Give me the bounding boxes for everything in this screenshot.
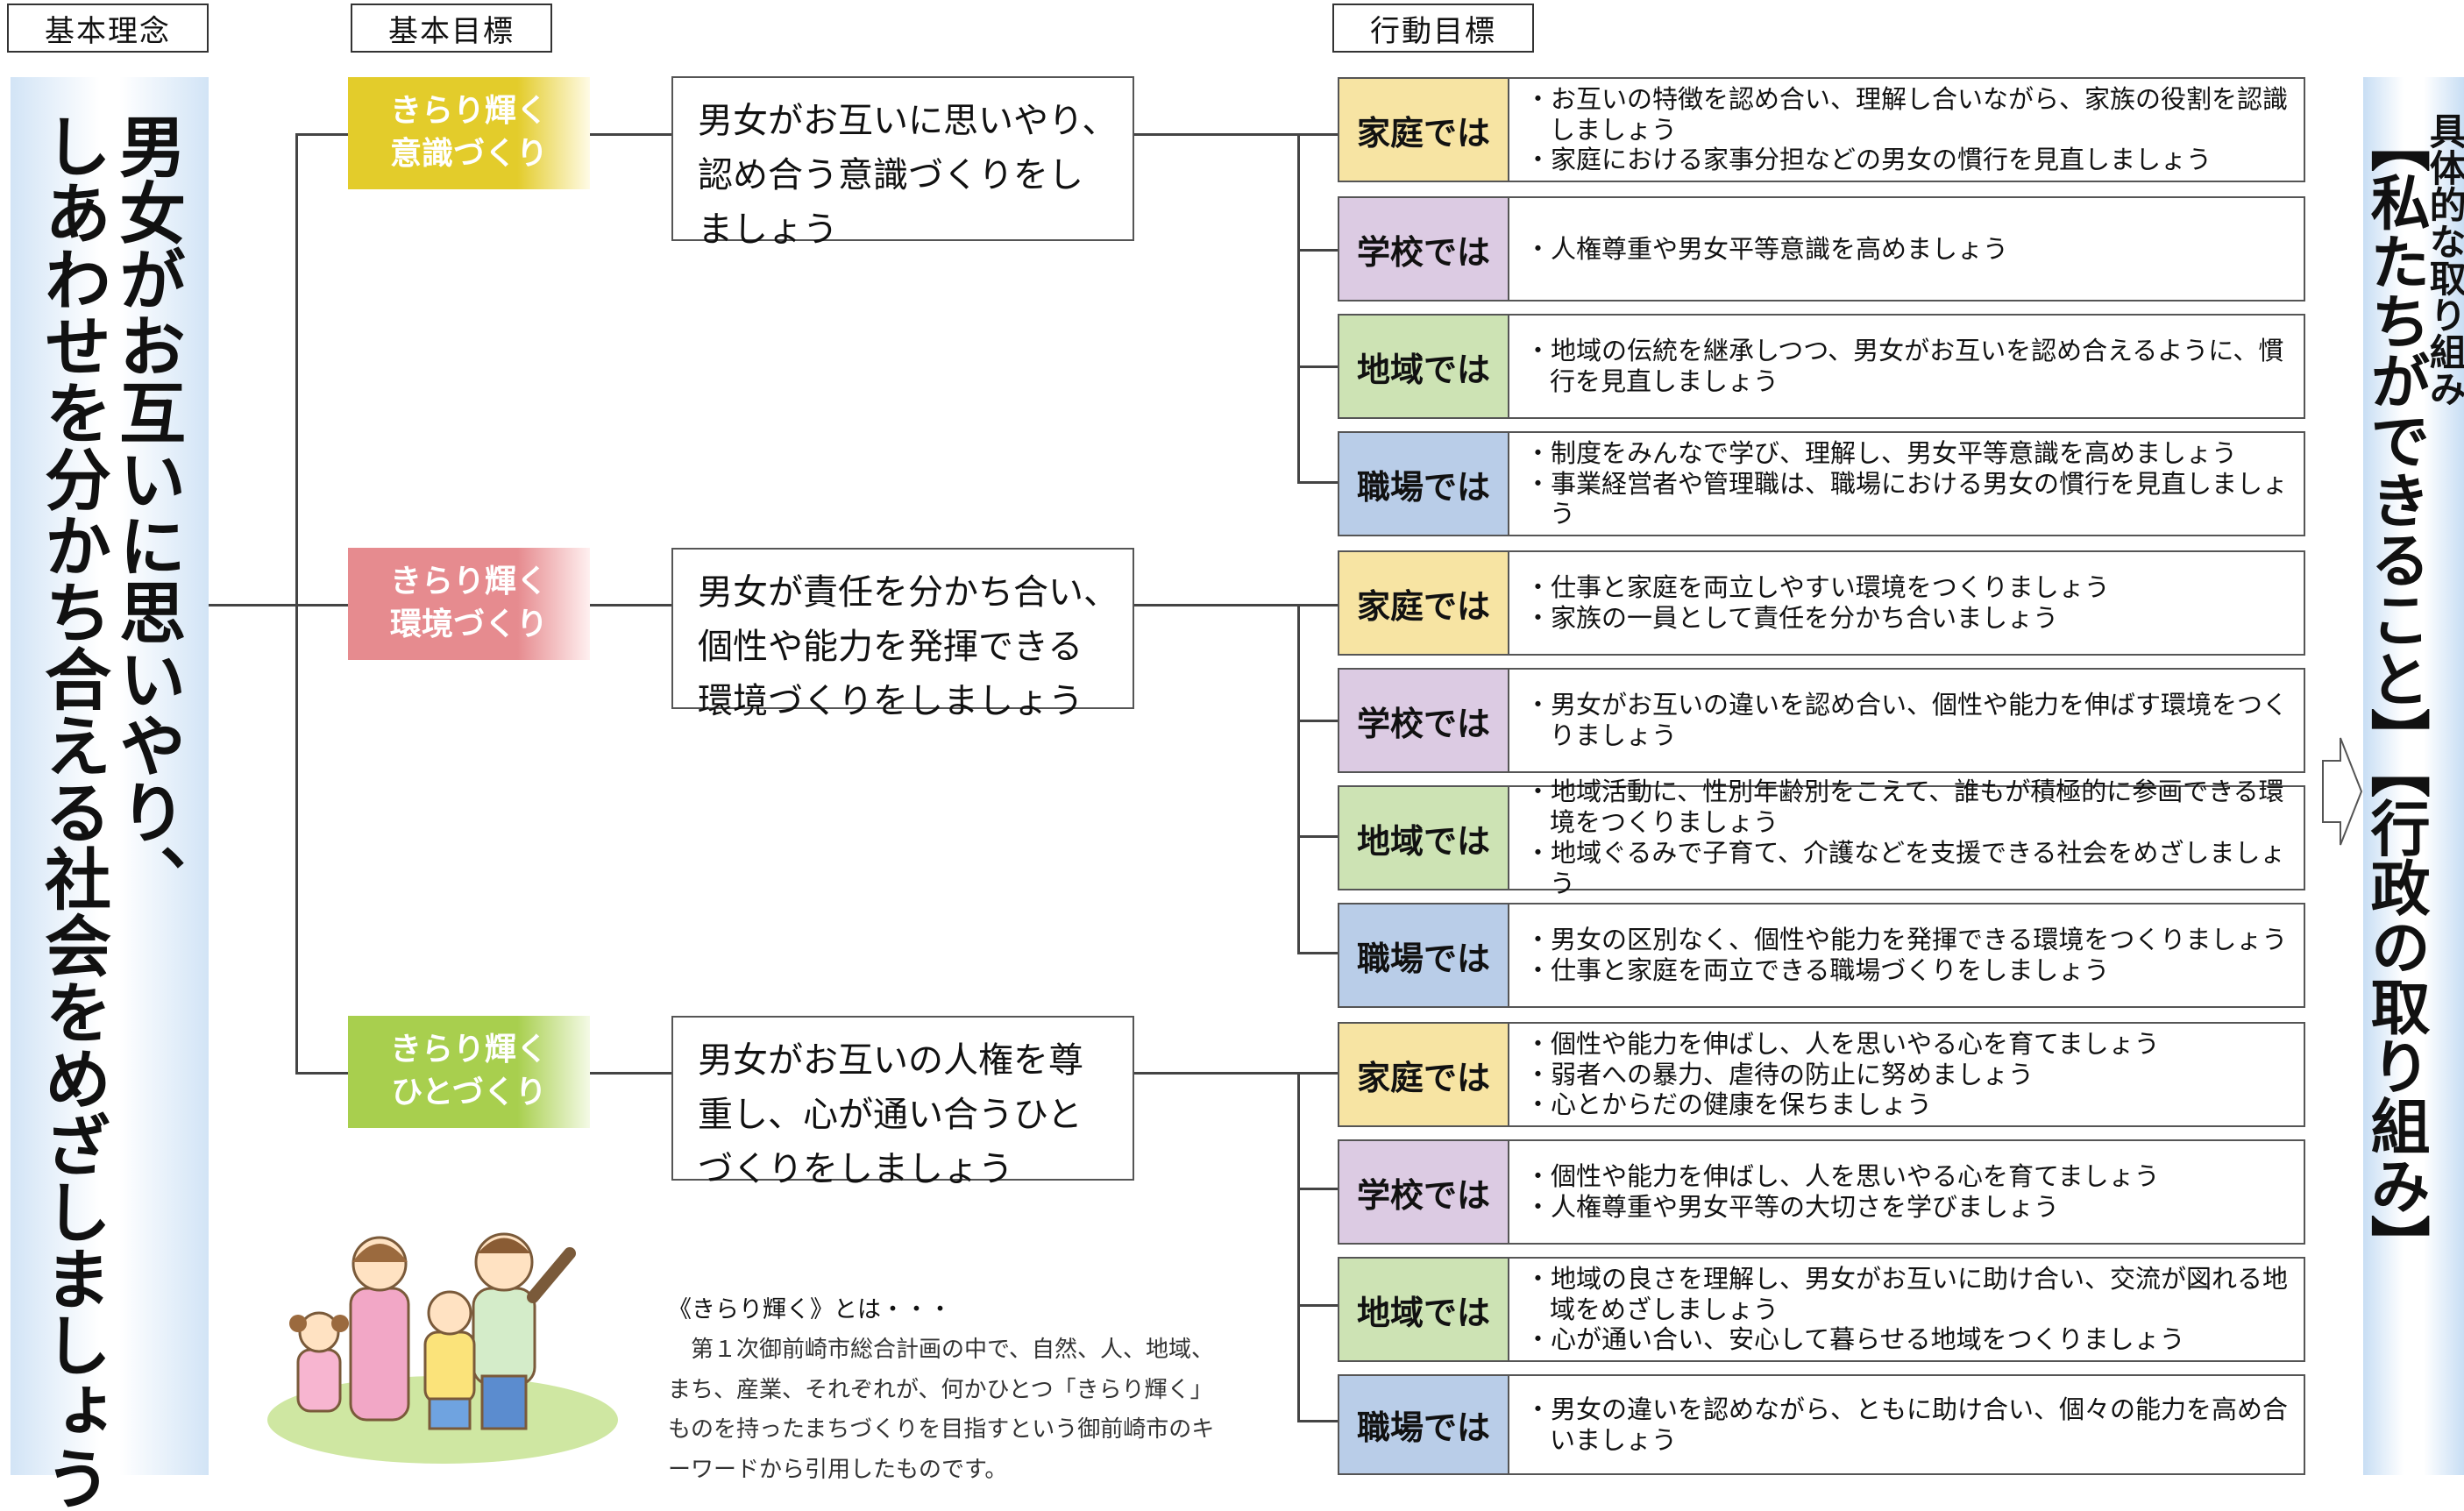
action-label: 職場では (1339, 1376, 1509, 1473)
goal-text: 男女が責任を分かち合い、 個性や能力を発揮できる 環境づくりをしましょう (671, 548, 1134, 721)
right-arrow-icon (2322, 737, 2363, 846)
action-label: 学校では (1339, 198, 1509, 300)
action-item: 男女の違いを認めながら、ともに助け合い、個々の能力を高め合いましょう (1525, 1394, 2291, 1456)
connector-line (1297, 604, 1338, 607)
action-row: 家庭では 仕事と家庭を両立しやすい環境をつくりましょう 家族の一員として責任を分… (1338, 550, 2305, 656)
goal-badge: きらり輝く ひとづくり (348, 1016, 590, 1128)
connector-line (590, 133, 671, 136)
goal-text: 男女がお互いに思いやり、 認め合う意識づくりをし ましょう (671, 76, 1134, 250)
connector-line (1297, 133, 1300, 481)
action-row: 学校では 人権尊重や男女平等意識を高めましょう (1338, 196, 2305, 301)
action-label: 地域では (1339, 787, 1509, 889)
action-row: 職場では 制度をみんなで学び、理解し、男女平等意識を高めましょう 事業経営者や管… (1338, 431, 2305, 536)
action-item: 人権尊重や男女平等意識を高めましょう (1525, 234, 2291, 265)
action-item: 仕事と家庭を両立できる職場づくりをしましょう (1525, 955, 2291, 986)
action-label: 職場では (1339, 904, 1509, 1006)
action-item: 個性や能力を伸ばし、人を思いやる心を育てましょう (1525, 1161, 2291, 1192)
action-label: 地域では (1339, 1259, 1509, 1360)
connector-line (1297, 720, 1338, 722)
connector-line (295, 604, 348, 607)
action-item: 家庭における家事分担などの男女の慣行を見直しましょう (1525, 145, 2291, 175)
connector-line (209, 604, 296, 607)
concrete-actions-panel: 具体的な取り組み 【私たちができること】【行政の取り組み】 (2360, 77, 2464, 1475)
connector-line (1297, 604, 1300, 952)
connector-line (1297, 133, 1338, 136)
action-item: 地域の良さを理解し、男女がお互いに助け合い、交流が図れる地域をめざしましょう (1525, 1264, 2291, 1325)
action-item: 仕事と家庭を両立しやすい環境をつくりましょう (1525, 572, 2291, 603)
action-item: 家族の一員として責任を分かち合いましょう (1525, 603, 2291, 634)
concrete-actions-label: 具体的な取り組み (2424, 112, 2464, 407)
connector-line (1297, 249, 1338, 252)
family-illustration (267, 1232, 618, 1464)
action-row: 地域では 地域の良さを理解し、男女がお互いに助け合い、交流が図れる地域をめざしま… (1338, 1257, 2305, 1362)
action-row: 学校では 男女がお互いの違いを認め合い、個性や能力を伸ばす環境をつくりましょう (1338, 668, 2305, 773)
action-label: 家庭では (1339, 552, 1509, 654)
concrete-actions-title: 【私たちができること】【行政の取り組み】 (2360, 112, 2430, 1274)
action-item: 個性や能力を伸ばし、人を思いやる心を育てましょう (1525, 1029, 2291, 1060)
kirari-note-title: 《きらり輝く》とは・・・ (668, 1296, 952, 1323)
connector-line (1297, 1072, 1338, 1075)
action-label: 地域では (1339, 316, 1509, 417)
connector-line (1297, 835, 1338, 838)
connector-line (1134, 133, 1297, 136)
goal-text: 男女がお互いの人権を尊 重し、心が通い合うひと づくりをしましょう (671, 1016, 1134, 1189)
action-row: 地域では 地域活動に、性別年齢別をこえて、誰もが積極的に参画できる環境をつくりま… (1338, 777, 2305, 898)
action-item: お互いの特徴を認め合い、理解し合いながら、家族の役割を認識しましょう (1525, 84, 2291, 145)
action-item: 人権尊重や男女平等の大切さを学びましょう (1525, 1192, 2291, 1223)
action-row: 家庭では 個性や能力を伸ばし、人を思いやる心を育てましょう 弱者への暴力、虐待の… (1338, 1022, 2305, 1127)
philosophy-text: 男女がお互いに思いやり、 しあわせを分かち合える社会をめざしましょう (33, 112, 187, 1511)
action-item: 心が通い合い、安心して暮らせる地域をつくりましょう (1525, 1324, 2291, 1355)
action-item: 地域活動に、性別年齢別をこえて、誰もが積極的に参画できる環境をつくりましょう (1525, 777, 2291, 838)
connector-line (1134, 1072, 1297, 1075)
action-label: 学校では (1339, 670, 1509, 771)
connector-line (1134, 604, 1297, 607)
connector-line (1297, 1304, 1338, 1307)
action-item: 弱者への暴力、虐待の防止に努めましょう (1525, 1060, 2291, 1090)
connector-line (590, 1072, 671, 1075)
connector-line (295, 133, 298, 1074)
connector-line (1297, 1072, 1300, 1420)
connector-line (1297, 1188, 1338, 1190)
header-action-goals: 行動目標 (1332, 4, 1534, 53)
action-item: 男女の区別なく、個性や能力を発揮できる環境をつくりましょう (1525, 925, 2291, 955)
action-label: 家庭では (1339, 1024, 1509, 1125)
action-label: 職場では (1339, 433, 1509, 535)
action-item: 男女がお互いの違いを認め合い、個性や能力を伸ばす環境をつくりましょう (1525, 690, 2291, 751)
connector-line (1297, 365, 1338, 368)
header-philosophy: 基本理念 (7, 4, 209, 53)
action-label: 学校では (1339, 1141, 1509, 1243)
goal-badge: きらり輝く 意識づくり (348, 77, 590, 189)
header-basic-goals: 基本目標 (351, 4, 552, 53)
action-row: 家庭では お互いの特徴を認め合い、理解し合いながら、家族の役割を認識しましょう … (1338, 77, 2305, 182)
connector-line (1297, 1420, 1338, 1422)
connector-line (1297, 952, 1338, 954)
action-item: 地域ぐるみで子育て、介護などを支援できる社会をめざしましょう (1525, 838, 2291, 899)
connector-line (590, 604, 671, 607)
goal-badge: きらり輝く 環境づくり (348, 548, 590, 660)
connector-line (1297, 481, 1338, 484)
action-item: 制度をみんなで学び、理解し、男女平等意識を高めましょう (1525, 438, 2291, 469)
action-row: 職場では 男女の区別なく、個性や能力を発揮できる環境をつくりましょう 仕事と家庭… (1338, 903, 2305, 1008)
action-item: 地域の伝統を継承しつつ、男女がお互いを認め合えるように、慣行を見直しましょう (1525, 336, 2291, 397)
action-item: 心とからだの健康を保ちましょう (1525, 1089, 2291, 1120)
action-label: 家庭では (1339, 79, 1509, 181)
action-row: 学校では 個性や能力を伸ばし、人を思いやる心を育てましょう 人権尊重や男女平等の… (1338, 1139, 2305, 1245)
kirari-note-body: 第１次御前崎市総合計画の中で、自然、人、地域、まち、産業、それぞれが、何かひとつ… (668, 1337, 1215, 1483)
action-row: 職場では 男女の違いを認めながら、ともに助け合い、個々の能力を高め合いましょう (1338, 1374, 2305, 1475)
philosophy-panel: 男女がお互いに思いやり、 しあわせを分かち合える社会をめざしましょう (11, 77, 209, 1511)
action-row: 地域では 地域の伝統を継承しつつ、男女がお互いを認め合えるように、慣行を見直しま… (1338, 314, 2305, 419)
connector-line (295, 133, 348, 136)
action-item: 事業経営者や管理職は、職場における男女の慣行を見直しましょう (1525, 469, 2291, 530)
connector-line (295, 1072, 348, 1075)
